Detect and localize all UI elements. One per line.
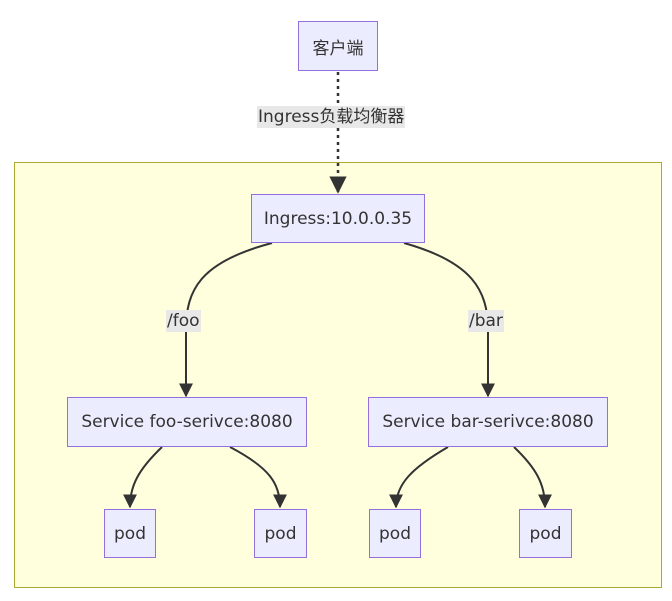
pod-node-3: pod	[369, 509, 421, 558]
client-node: 客户端	[298, 21, 378, 71]
edge-foo-to-pod-2	[229, 446, 287, 509]
service-foo-node: Service foo-serivce:8080	[67, 397, 307, 447]
edge-label-foo: /foo	[166, 310, 201, 332]
ingress-node: Ingress:10.0.0.35	[251, 194, 425, 243]
pod-node-1: pod	[104, 509, 156, 558]
pod-node-4: pod	[519, 509, 572, 558]
pod-node-2: pod	[254, 509, 307, 558]
edge-bar-to-pod-4	[513, 446, 552, 509]
edge-label-bar: /bar	[468, 310, 504, 332]
edge-foo-to-pod-1	[123, 446, 163, 509]
service-bar-node: Service bar-serivce:8080	[368, 397, 608, 447]
edge-bar-to-pod-3	[389, 446, 449, 509]
edge-label-ingress-lb: Ingress负载均衡器	[257, 106, 406, 128]
